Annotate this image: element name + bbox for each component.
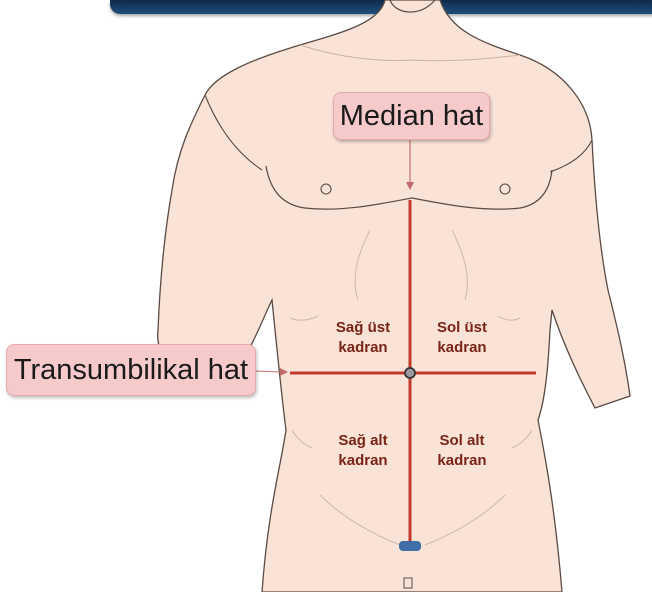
torso-silhouette bbox=[158, 0, 630, 592]
quadrant-suffix: kadran bbox=[318, 338, 408, 358]
left-upper-quadrant-label: Sol üst kadran bbox=[417, 318, 507, 358]
pubic-marker bbox=[399, 541, 421, 551]
quadrant-suffix: kadran bbox=[417, 451, 507, 471]
quadrant-name: Sol alt bbox=[417, 431, 507, 451]
quadrant-name: Sağ alt bbox=[318, 431, 408, 451]
transumbilical-line-label: Transumbilikal hat bbox=[6, 344, 256, 396]
right-lower-quadrant-label: Sağ alt kadran bbox=[318, 431, 408, 471]
transumbilical-pointer-line bbox=[254, 371, 282, 372]
quadrant-name: Sağ üst bbox=[318, 318, 408, 338]
quadrant-suffix: kadran bbox=[417, 338, 507, 358]
left-lower-quadrant-label: Sol alt kadran bbox=[417, 431, 507, 471]
right-upper-quadrant-label: Sağ üst kadran bbox=[318, 318, 408, 358]
quadrant-name: Sol üst bbox=[417, 318, 507, 338]
quadrant-suffix: kadran bbox=[318, 451, 408, 471]
median-line-label: Median hat bbox=[333, 92, 490, 140]
umbilicus-marker bbox=[405, 368, 415, 378]
